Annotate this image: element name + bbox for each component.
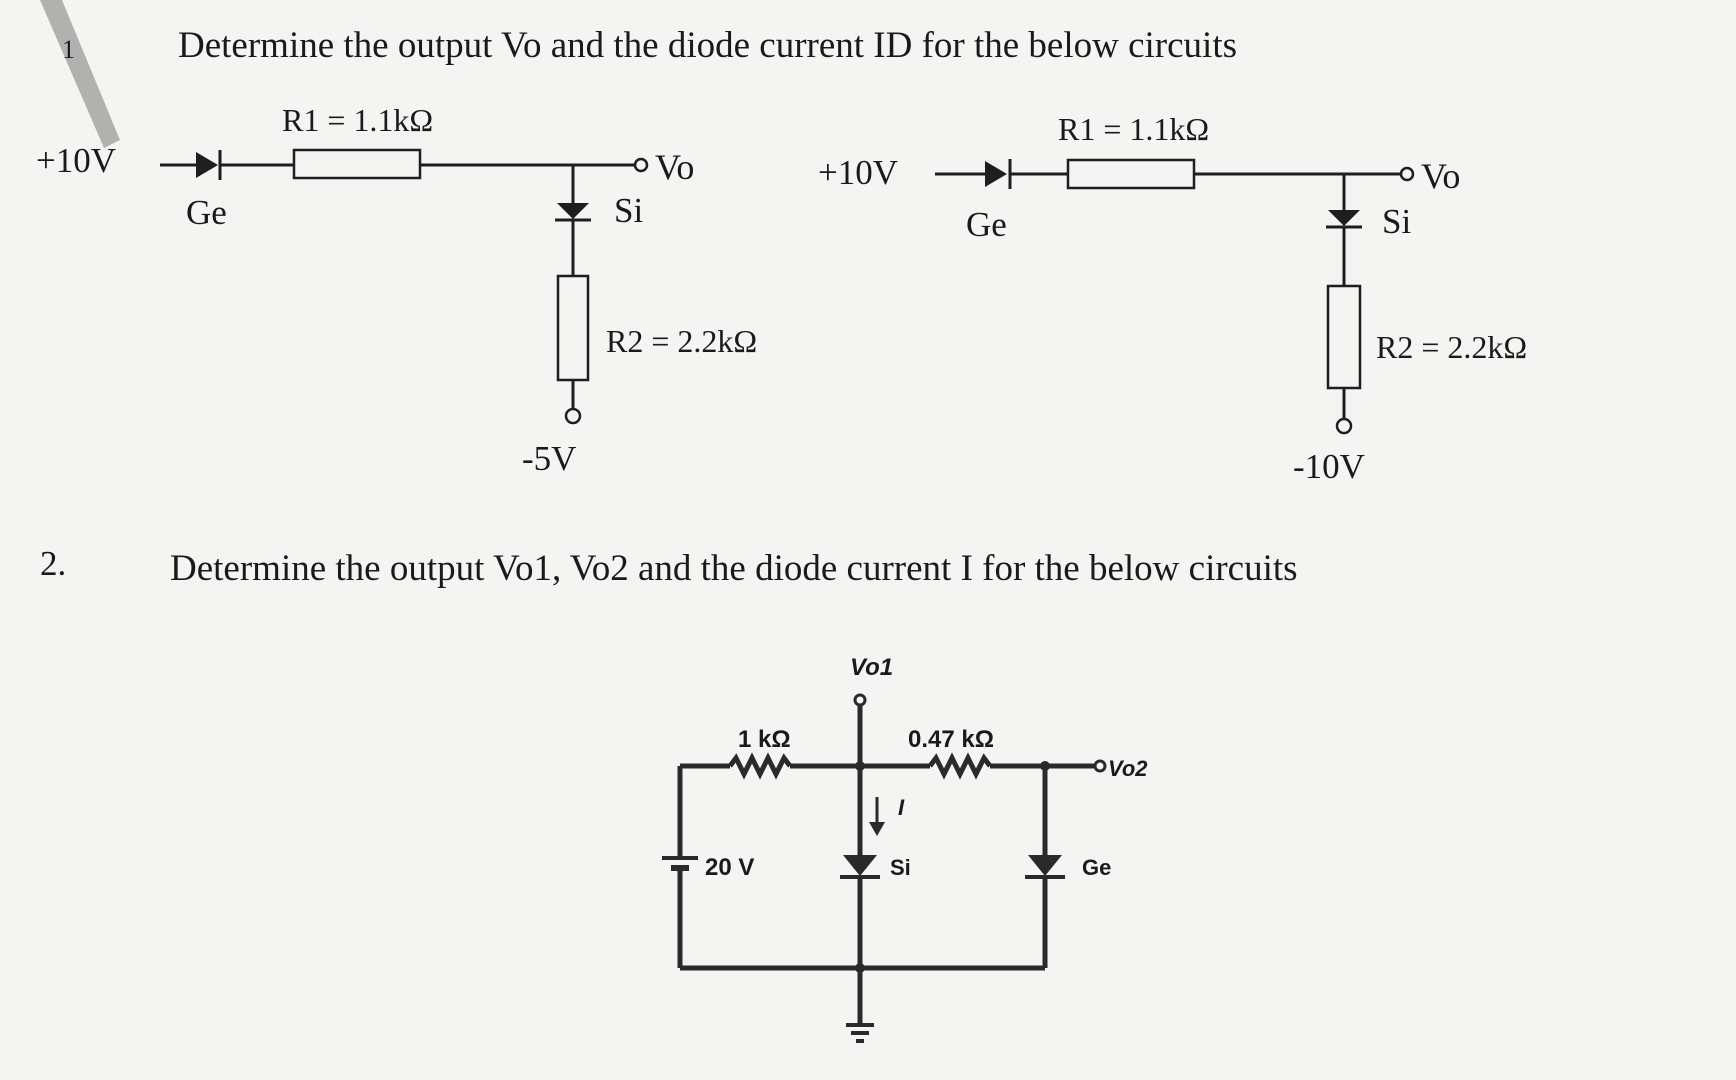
problem2-number: 2. — [40, 544, 66, 583]
vo1-label: Vo1 — [850, 654, 893, 681]
right-ge-label: Ge — [966, 205, 1007, 244]
right-source-label: +10V — [818, 153, 898, 192]
left-supply-label: -5V — [522, 439, 576, 478]
left-vo-terminal — [633, 157, 649, 173]
left-r1-label: R1 = 1.1kΩ — [282, 102, 433, 138]
right-vo-terminal — [1399, 166, 1415, 182]
problem2-circuit: Vo1 1 kΩ 0.47 kΩ Vo2 20 V I — [662, 654, 1148, 1043]
right-r2-label: R2 = 2.2kΩ — [1376, 329, 1527, 365]
left-r2-resistor — [556, 274, 590, 382]
left-ge-label: Ge — [186, 193, 227, 232]
ge-diode-symbol — [1025, 855, 1065, 879]
current-arrow-icon — [869, 797, 885, 836]
battery-20v-label: 20 V — [705, 854, 754, 881]
left-vo-label: Vo — [655, 147, 694, 187]
resistor-1k — [728, 752, 792, 780]
resistor-047k — [928, 752, 992, 780]
right-r2-resistor — [1326, 284, 1362, 390]
left-supply-terminal — [564, 407, 582, 425]
vo1-terminal — [853, 693, 867, 707]
right-vo-label: Vo — [1421, 156, 1460, 196]
right-circuit: +10V Vo R1 = 1.1kΩ Ge Si R2 = 2.2kΩ -10V — [818, 111, 1527, 486]
left-r2-label: R2 = 2.2kΩ — [606, 323, 757, 359]
left-ge-diode-symbol — [196, 150, 222, 180]
ground-icon — [846, 968, 874, 1043]
right-supply-terminal — [1335, 417, 1353, 435]
current-label: I — [898, 795, 905, 820]
vo2-terminal — [1093, 759, 1107, 773]
right-ge-diode-symbol — [985, 159, 1012, 189]
left-si-label: Si — [614, 191, 643, 230]
right-si-label: Si — [1382, 202, 1411, 241]
si-label: Si — [890, 855, 911, 880]
right-si-diode-symbol — [1326, 210, 1362, 229]
left-source-label: +10V — [36, 141, 116, 180]
problem1-heading: Determine the output Vo and the diode cu… — [178, 25, 1237, 66]
right-r1-resistor — [1066, 158, 1196, 190]
battery-20v-symbol — [662, 856, 698, 871]
left-circuit: +10V Vo R1 = 1.1kΩ Ge Si R2 = 2.2kΩ -5V — [36, 102, 757, 478]
left-si-diode-symbol — [555, 203, 591, 222]
problem2-heading: Determine the output Vo1, Vo2 and the di… — [170, 548, 1298, 589]
vo2-label: Vo2 — [1108, 756, 1148, 781]
right-supply-label: -10V — [1293, 447, 1365, 486]
right-r1-label: R1 = 1.1kΩ — [1058, 111, 1209, 147]
resistor-1k-label: 1 kΩ — [738, 726, 791, 753]
ge-label: Ge — [1082, 855, 1111, 880]
left-r1-resistor — [292, 148, 422, 180]
resistor-047k-label: 0.47 kΩ — [908, 726, 994, 753]
problem1-number: 1 — [62, 35, 75, 64]
photo-glare — [40, 0, 120, 148]
si-diode-symbol — [840, 855, 880, 879]
